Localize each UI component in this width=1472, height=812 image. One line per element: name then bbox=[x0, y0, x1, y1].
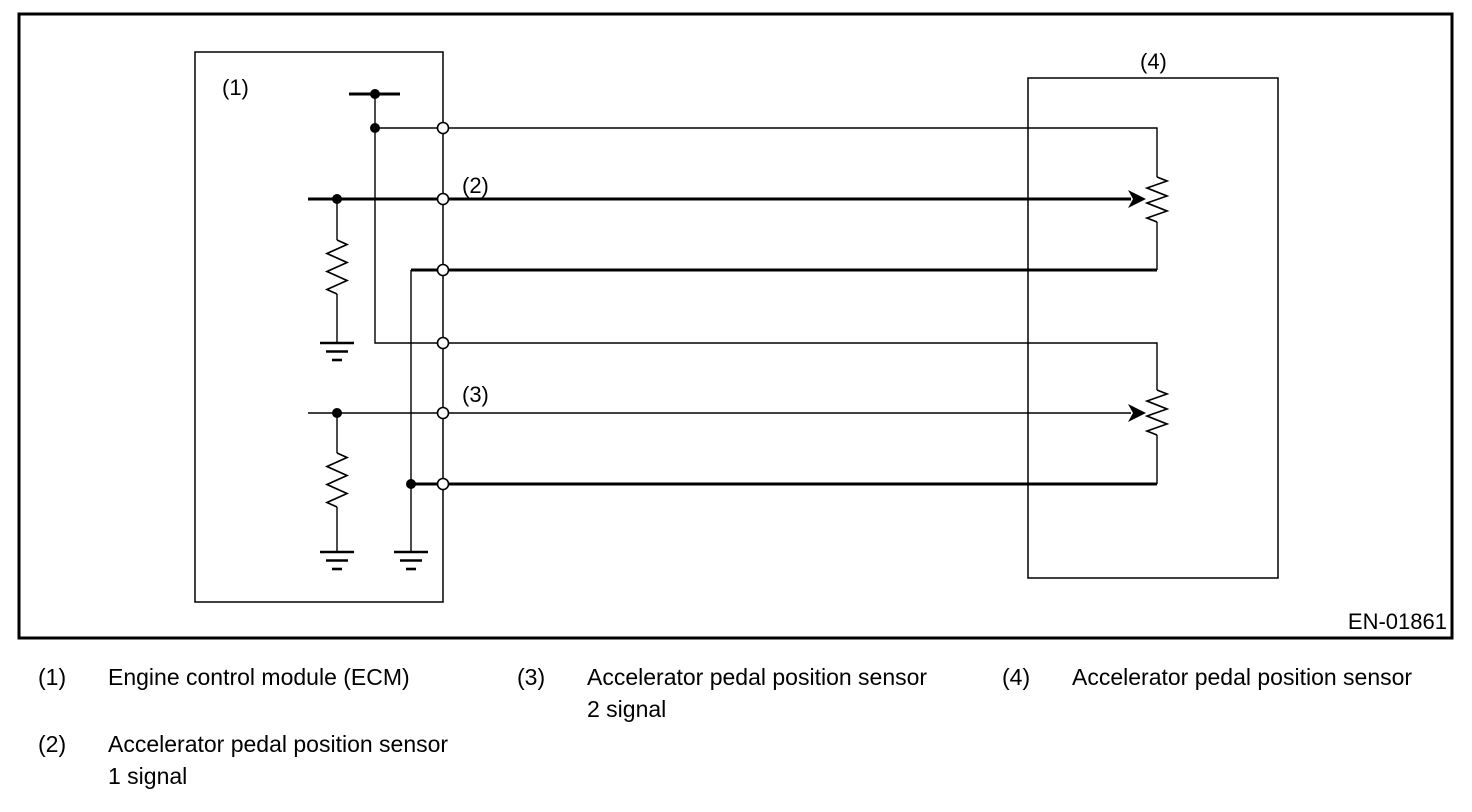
ground-symbol-1-icon bbox=[320, 341, 354, 362]
connector-pin bbox=[436, 336, 450, 350]
connector-pin bbox=[436, 406, 450, 420]
ground-symbol-2-icon bbox=[320, 550, 354, 571]
connector-pin bbox=[436, 263, 450, 277]
callout-sensor: (4) bbox=[1140, 49, 1167, 74]
potentiometer-2 bbox=[1144, 389, 1170, 436]
junction-dot bbox=[332, 408, 342, 418]
legend-ref: (2) bbox=[38, 731, 67, 757]
legend-item-2: (2) Accelerator pedal position sensor 1 … bbox=[38, 728, 448, 792]
legend-ref: (4) bbox=[1002, 664, 1031, 690]
wiring-diagram: (1) (2) (3) (4) EN-01861 bbox=[17, 12, 1454, 640]
wiper-arrow-1-icon bbox=[1128, 190, 1146, 208]
legend-text: Engine control module (ECM) bbox=[108, 664, 410, 690]
connector-pin bbox=[436, 477, 450, 491]
potentiometer-1 bbox=[1144, 176, 1170, 223]
callout-signal-2: (3) bbox=[462, 382, 489, 407]
callout-signal-1: (2) bbox=[462, 173, 489, 198]
sensor-box bbox=[1027, 77, 1279, 579]
legend-text: Accelerator pedal position sensor 2 sign… bbox=[587, 664, 928, 722]
connector-pin bbox=[436, 121, 450, 135]
legend-ref: (1) bbox=[38, 664, 67, 690]
legend-item-1: (1) Engine control module (ECM) bbox=[38, 661, 410, 693]
ground-symbol-3-icon bbox=[394, 550, 428, 571]
connector-pins bbox=[436, 121, 450, 491]
figure-border bbox=[17, 12, 1454, 640]
legend-text: Accelerator pedal position sensor 1 sign… bbox=[108, 731, 449, 789]
callout-ecm: (1) bbox=[222, 75, 249, 100]
wire-supply-to-pot2 bbox=[374, 94, 1158, 390]
legend-item-4: (4) Accelerator pedal position sensor bbox=[1002, 661, 1412, 693]
junction-dot bbox=[370, 89, 380, 99]
wiper-arrow-2-icon bbox=[1128, 404, 1146, 422]
legend-text: Accelerator pedal position sensor bbox=[1072, 664, 1413, 690]
resistor-1 bbox=[324, 239, 350, 295]
connector-pin bbox=[436, 192, 450, 206]
resistor-2 bbox=[324, 452, 350, 508]
legend-item-3: (3) Accelerator pedal position sensor 2 … bbox=[517, 661, 927, 725]
junction-dot bbox=[370, 123, 380, 133]
junction-dot bbox=[406, 479, 416, 489]
junction-dot bbox=[332, 194, 342, 204]
ecm-box bbox=[194, 51, 444, 603]
wire-supply-to-pot1 bbox=[375, 127, 1158, 177]
figure-code: EN-01861 bbox=[1348, 609, 1447, 634]
junction-dots bbox=[332, 89, 416, 489]
legend-ref: (3) bbox=[517, 664, 546, 690]
